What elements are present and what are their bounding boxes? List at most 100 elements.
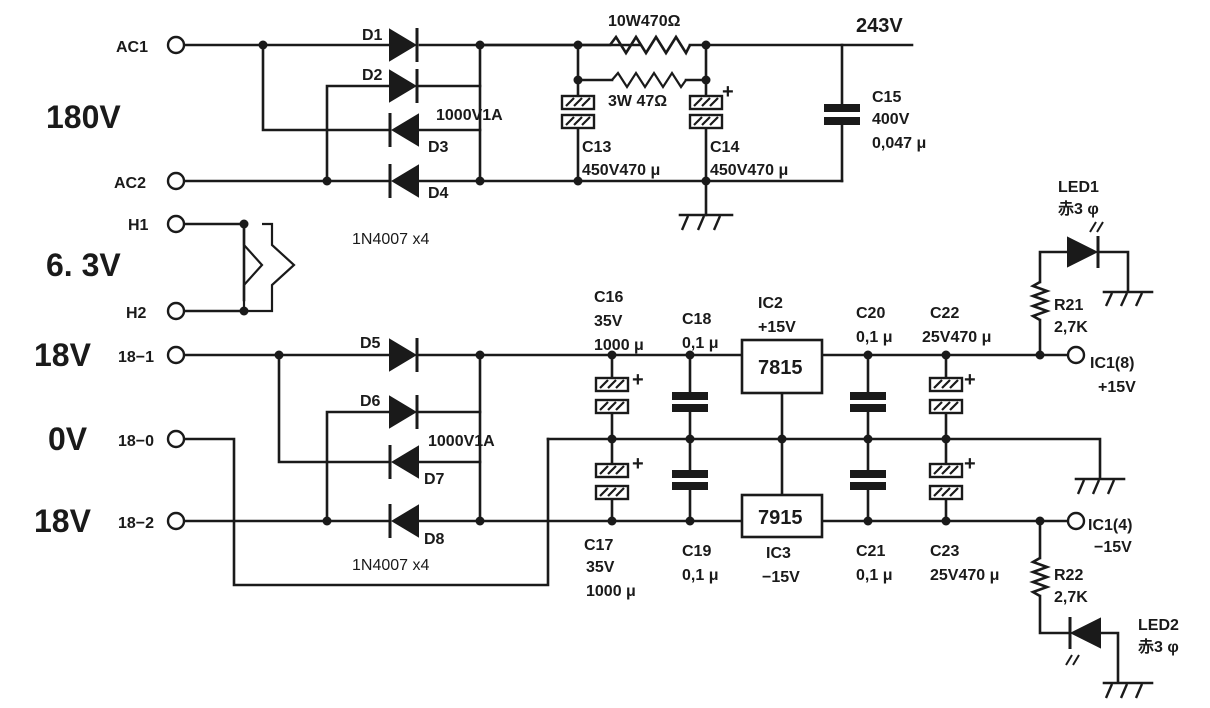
- lv-section: [182, 250, 1130, 684]
- label-diode-rating-bottom: 1000V1A: [428, 433, 495, 450]
- diode-d7: [388, 445, 419, 479]
- label-ic3: IC3: [766, 545, 791, 562]
- label-ic3-part: 7915: [758, 507, 803, 529]
- label-c13-value: 450V470 μ: [582, 162, 660, 179]
- label-c21: C21: [856, 543, 885, 560]
- label-18-2: 18−2: [118, 515, 154, 532]
- junction-dots-lv: [274, 350, 1045, 526]
- led1-symbol: [1067, 221, 1104, 268]
- label-diode-rating-top: 1000V1A: [436, 107, 503, 124]
- diode-d1: [389, 28, 419, 62]
- voltage-0v: 0V: [48, 421, 88, 457]
- label-d8: D8: [424, 531, 445, 548]
- label-ic2-voltage: +15V: [758, 319, 796, 336]
- label-18-1: 18−1: [118, 349, 154, 366]
- ground-hv: [678, 213, 734, 231]
- diode-d6: [389, 395, 419, 429]
- c16-plus-sign: +: [632, 369, 644, 391]
- resistor-10w470: [608, 34, 692, 56]
- label-c20-value: 0,1 μ: [856, 329, 892, 346]
- label-ic1-8-voltage: +15V: [1098, 379, 1136, 396]
- label-c14-value: 450V470 μ: [710, 162, 788, 179]
- label-h2: H2: [126, 305, 147, 322]
- diode-d4: [388, 164, 419, 198]
- terminal-18-2: [166, 511, 186, 531]
- label-led1-desc: 赤3 φ: [1058, 199, 1099, 218]
- capacitor-c17: [594, 462, 630, 501]
- label-c15: C15: [872, 89, 901, 106]
- wire-ac2-to-d2: [325, 84, 482, 183]
- terminal-ic1-8: [1066, 345, 1086, 365]
- label-ic3-voltage: −15V: [762, 569, 800, 586]
- label-r-bypass: 3W 47Ω: [608, 93, 667, 110]
- label-c16: C16: [594, 289, 623, 306]
- ground-led2: [1102, 681, 1154, 699]
- terminal-ac2: [166, 171, 186, 191]
- diode-d5: [389, 338, 419, 372]
- wire-d6: [325, 410, 482, 523]
- regulator-ic2-box: [740, 338, 824, 395]
- label-d5: D5: [360, 335, 381, 352]
- label-d2: D2: [362, 67, 383, 84]
- capacitor-c19: [672, 470, 708, 490]
- label-r22: R22: [1054, 567, 1083, 584]
- label-ac2: AC2: [114, 175, 146, 192]
- label-ic2: IC2: [758, 295, 783, 312]
- terminal-h2: [166, 301, 186, 321]
- label-diode-part-top: 1N4007 x4: [352, 231, 429, 248]
- capacitor-c15: [824, 104, 860, 125]
- voltage-6-3v: 6. 3V: [46, 247, 121, 283]
- terminals: [166, 35, 1086, 531]
- ground-zero-rail: [1074, 477, 1126, 495]
- diode-d3: [388, 113, 419, 147]
- wire-led1: [1038, 250, 1130, 357]
- label-c16-value: 1000 μ: [594, 337, 644, 354]
- label-c16-voltage: 35V: [594, 313, 623, 330]
- label-ic1-4-voltage: −15V: [1094, 539, 1132, 556]
- label-d1: D1: [362, 27, 383, 44]
- capacitor-c21: [850, 470, 886, 490]
- label-c23-value: 25V470 μ: [930, 567, 999, 584]
- ground-led1: [1102, 290, 1154, 307]
- label-c17-value: 1000 μ: [586, 583, 636, 600]
- terminal-ac1: [166, 35, 186, 55]
- junction-dots-hv: [258, 40, 711, 186]
- terminal-18-0: [166, 429, 186, 449]
- terminal-h1: [166, 214, 186, 234]
- led2-symbol: [1065, 617, 1101, 666]
- wire-heater: [182, 222, 246, 313]
- label-c23: C23: [930, 543, 959, 560]
- label-h1: H1: [128, 217, 149, 234]
- label-c18-value: 0,1 μ: [682, 335, 718, 352]
- label-c19: C19: [682, 543, 711, 560]
- label-c15-value: 0,047 μ: [872, 135, 926, 152]
- label-d4: D4: [428, 185, 449, 202]
- wire-18-0: [182, 437, 550, 587]
- diode-d8: [388, 504, 419, 538]
- heater-twisted-pair: [242, 222, 296, 313]
- c23-plus-sign: +: [964, 453, 976, 475]
- c14-plus-sign: +: [722, 81, 734, 103]
- resistor-r22: [1029, 556, 1051, 598]
- labels: 180V 6. 3V 18V 0V 18V 243V AC1 AC2 H1 H2…: [34, 13, 1179, 656]
- wire-rail-zero: [546, 437, 1102, 480]
- label-d7: D7: [424, 471, 445, 488]
- terminal-18-1: [166, 345, 186, 365]
- label-c22: C22: [930, 305, 959, 322]
- voltage-180v: 180V: [46, 99, 121, 135]
- terminal-ic1-4: [1066, 511, 1086, 531]
- label-ac1: AC1: [116, 39, 148, 56]
- label-c17-voltage: 35V: [586, 559, 615, 576]
- c22-plus-sign: +: [964, 369, 976, 391]
- heater-section: [182, 219, 296, 316]
- resistor-3w47: [611, 70, 687, 90]
- capacitor-c16: [594, 376, 630, 415]
- resistor-r21: [1029, 280, 1051, 322]
- label-led2-desc: 赤3 φ: [1138, 637, 1179, 656]
- label-r-main: 10W470Ω: [608, 13, 681, 30]
- label-c20: C20: [856, 305, 885, 322]
- label-r21-value: 2,7K: [1054, 319, 1088, 336]
- label-led2: LED2: [1138, 617, 1179, 634]
- label-ic1-8: IC1(8): [1090, 355, 1134, 372]
